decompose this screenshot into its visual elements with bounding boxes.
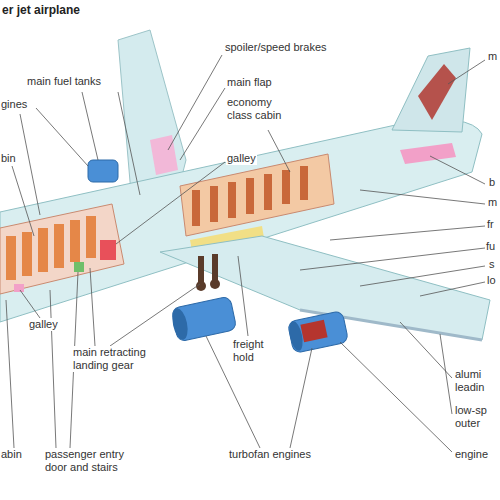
- middle-seats: [192, 166, 308, 226]
- part-label: main fuel tanks: [26, 75, 102, 88]
- part-label: low-sp outer: [454, 404, 498, 430]
- part-label: engine: [454, 448, 489, 461]
- part-label: lo: [486, 274, 497, 287]
- engine-two: [287, 311, 349, 354]
- part-label: alumi leadin: [454, 368, 496, 394]
- tail-interior: [418, 64, 456, 120]
- part-label: freight hold: [232, 338, 278, 364]
- part-label: main retracting landing gear: [72, 346, 170, 372]
- landing-gear: [196, 254, 220, 291]
- tail-fin: [392, 48, 470, 132]
- leader-lines: [6, 55, 485, 452]
- far-engine: [88, 160, 118, 182]
- tail-patch: [400, 143, 456, 164]
- part-label: m: [487, 196, 498, 209]
- galley-patch: [14, 284, 24, 292]
- part-label: spoiler/speed brakes: [224, 41, 328, 54]
- part-label: m: [487, 50, 498, 63]
- part-label: main flap: [226, 76, 273, 89]
- part-label: abin: [0, 448, 23, 461]
- part-label: galley: [226, 152, 257, 165]
- front-seats: [6, 216, 96, 280]
- part-label: bin: [0, 152, 17, 165]
- part-label: passenger entry door and stairs: [44, 448, 140, 474]
- part-label: b: [488, 176, 496, 189]
- engine-one: [170, 296, 237, 342]
- part-label: turbofan engines: [228, 448, 312, 461]
- part-label: fu: [485, 240, 496, 253]
- part-label: s: [488, 258, 496, 271]
- galley-block: [100, 240, 116, 260]
- middle-cabin: [180, 154, 334, 236]
- front-cabin: [0, 204, 124, 294]
- part-label: galley: [28, 318, 59, 331]
- part-label: economy class cabin: [226, 96, 290, 122]
- door-patch: [74, 262, 84, 272]
- part-label: gines: [0, 98, 28, 111]
- part-label: fr: [486, 218, 495, 231]
- diagram-title: er jet airplane: [2, 3, 80, 17]
- spoiler-patch: [150, 135, 178, 175]
